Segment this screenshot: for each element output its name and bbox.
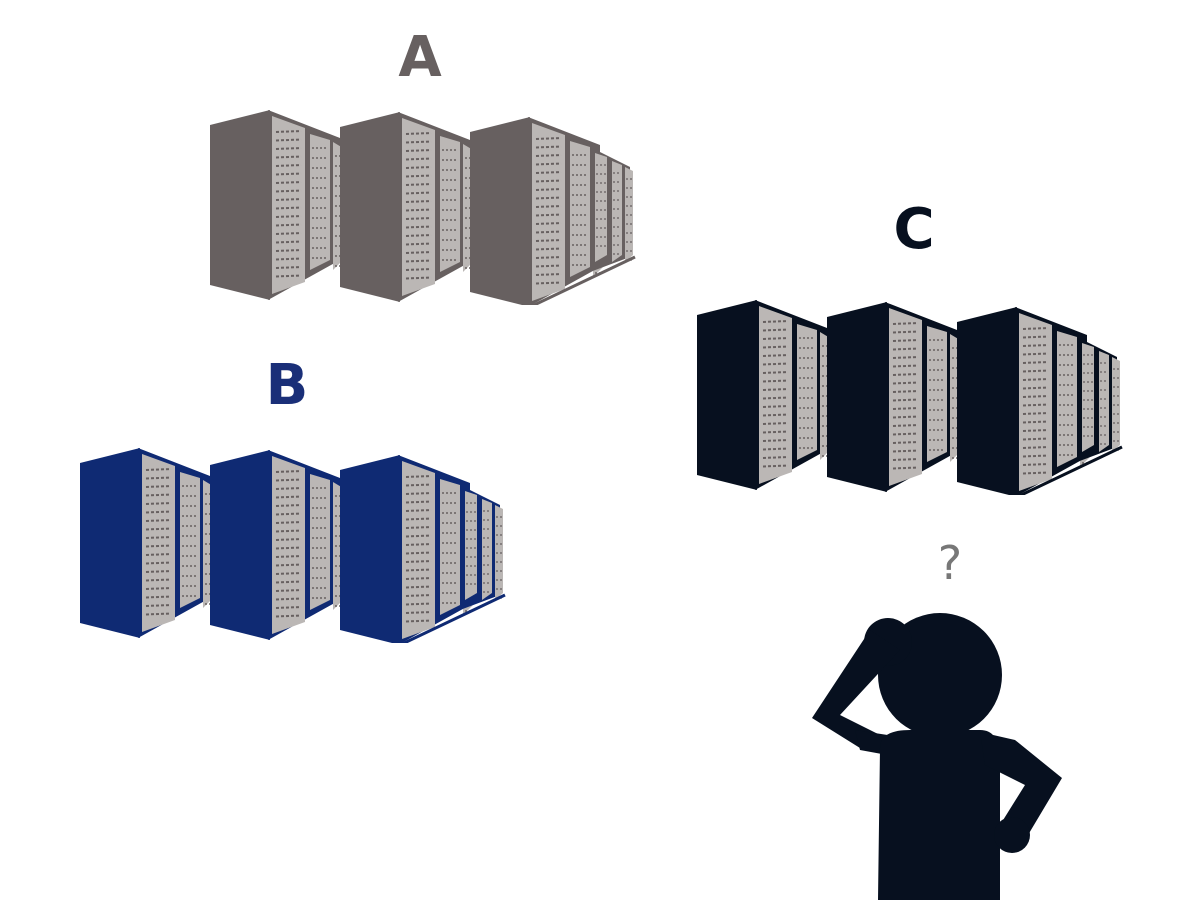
server-rack-1 [210, 110, 343, 300]
server-racks-svg [80, 448, 506, 643]
server-group-a [205, 105, 655, 305]
server-racks-svg [697, 300, 1123, 495]
server-rack-3-tail [530, 147, 636, 305]
person-silhouette [812, 613, 1062, 900]
server-rack-3 [957, 307, 1090, 495]
server-rack-1 [80, 448, 213, 638]
group-label-a: A [398, 25, 442, 90]
group-label-c: C [893, 197, 935, 262]
server-rack-2 [340, 112, 473, 302]
server-rack-3 [470, 117, 603, 305]
question-mark: ? [937, 536, 963, 590]
server-rack-2 [827, 302, 960, 492]
server-group-b [75, 443, 525, 643]
server-group-c [692, 295, 1142, 495]
group-label-b: B [265, 353, 309, 418]
server-rack-2 [210, 450, 343, 640]
server-rack-3-tail [1017, 337, 1123, 495]
thinking-person-icon [800, 600, 1080, 900]
server-rack-1 [697, 300, 830, 490]
server-rack-3 [340, 455, 473, 643]
server-racks-svg [210, 110, 636, 305]
server-rack-3-tail [400, 485, 506, 643]
